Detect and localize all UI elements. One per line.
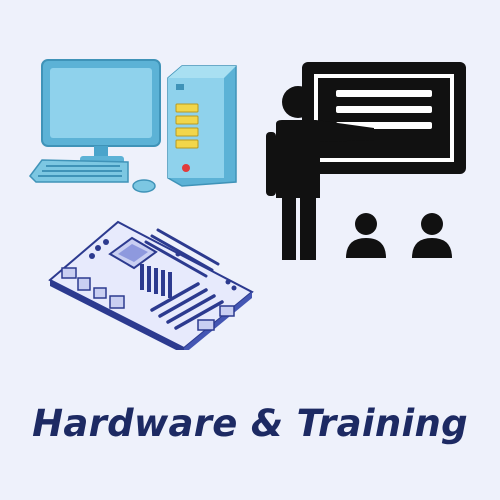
desktop-computer-icon — [29, 59, 237, 193]
motherboard-icon — [48, 220, 254, 350]
page-title: Hardware & Training — [32, 402, 468, 445]
presentation-trainer-icon — [266, 62, 466, 260]
